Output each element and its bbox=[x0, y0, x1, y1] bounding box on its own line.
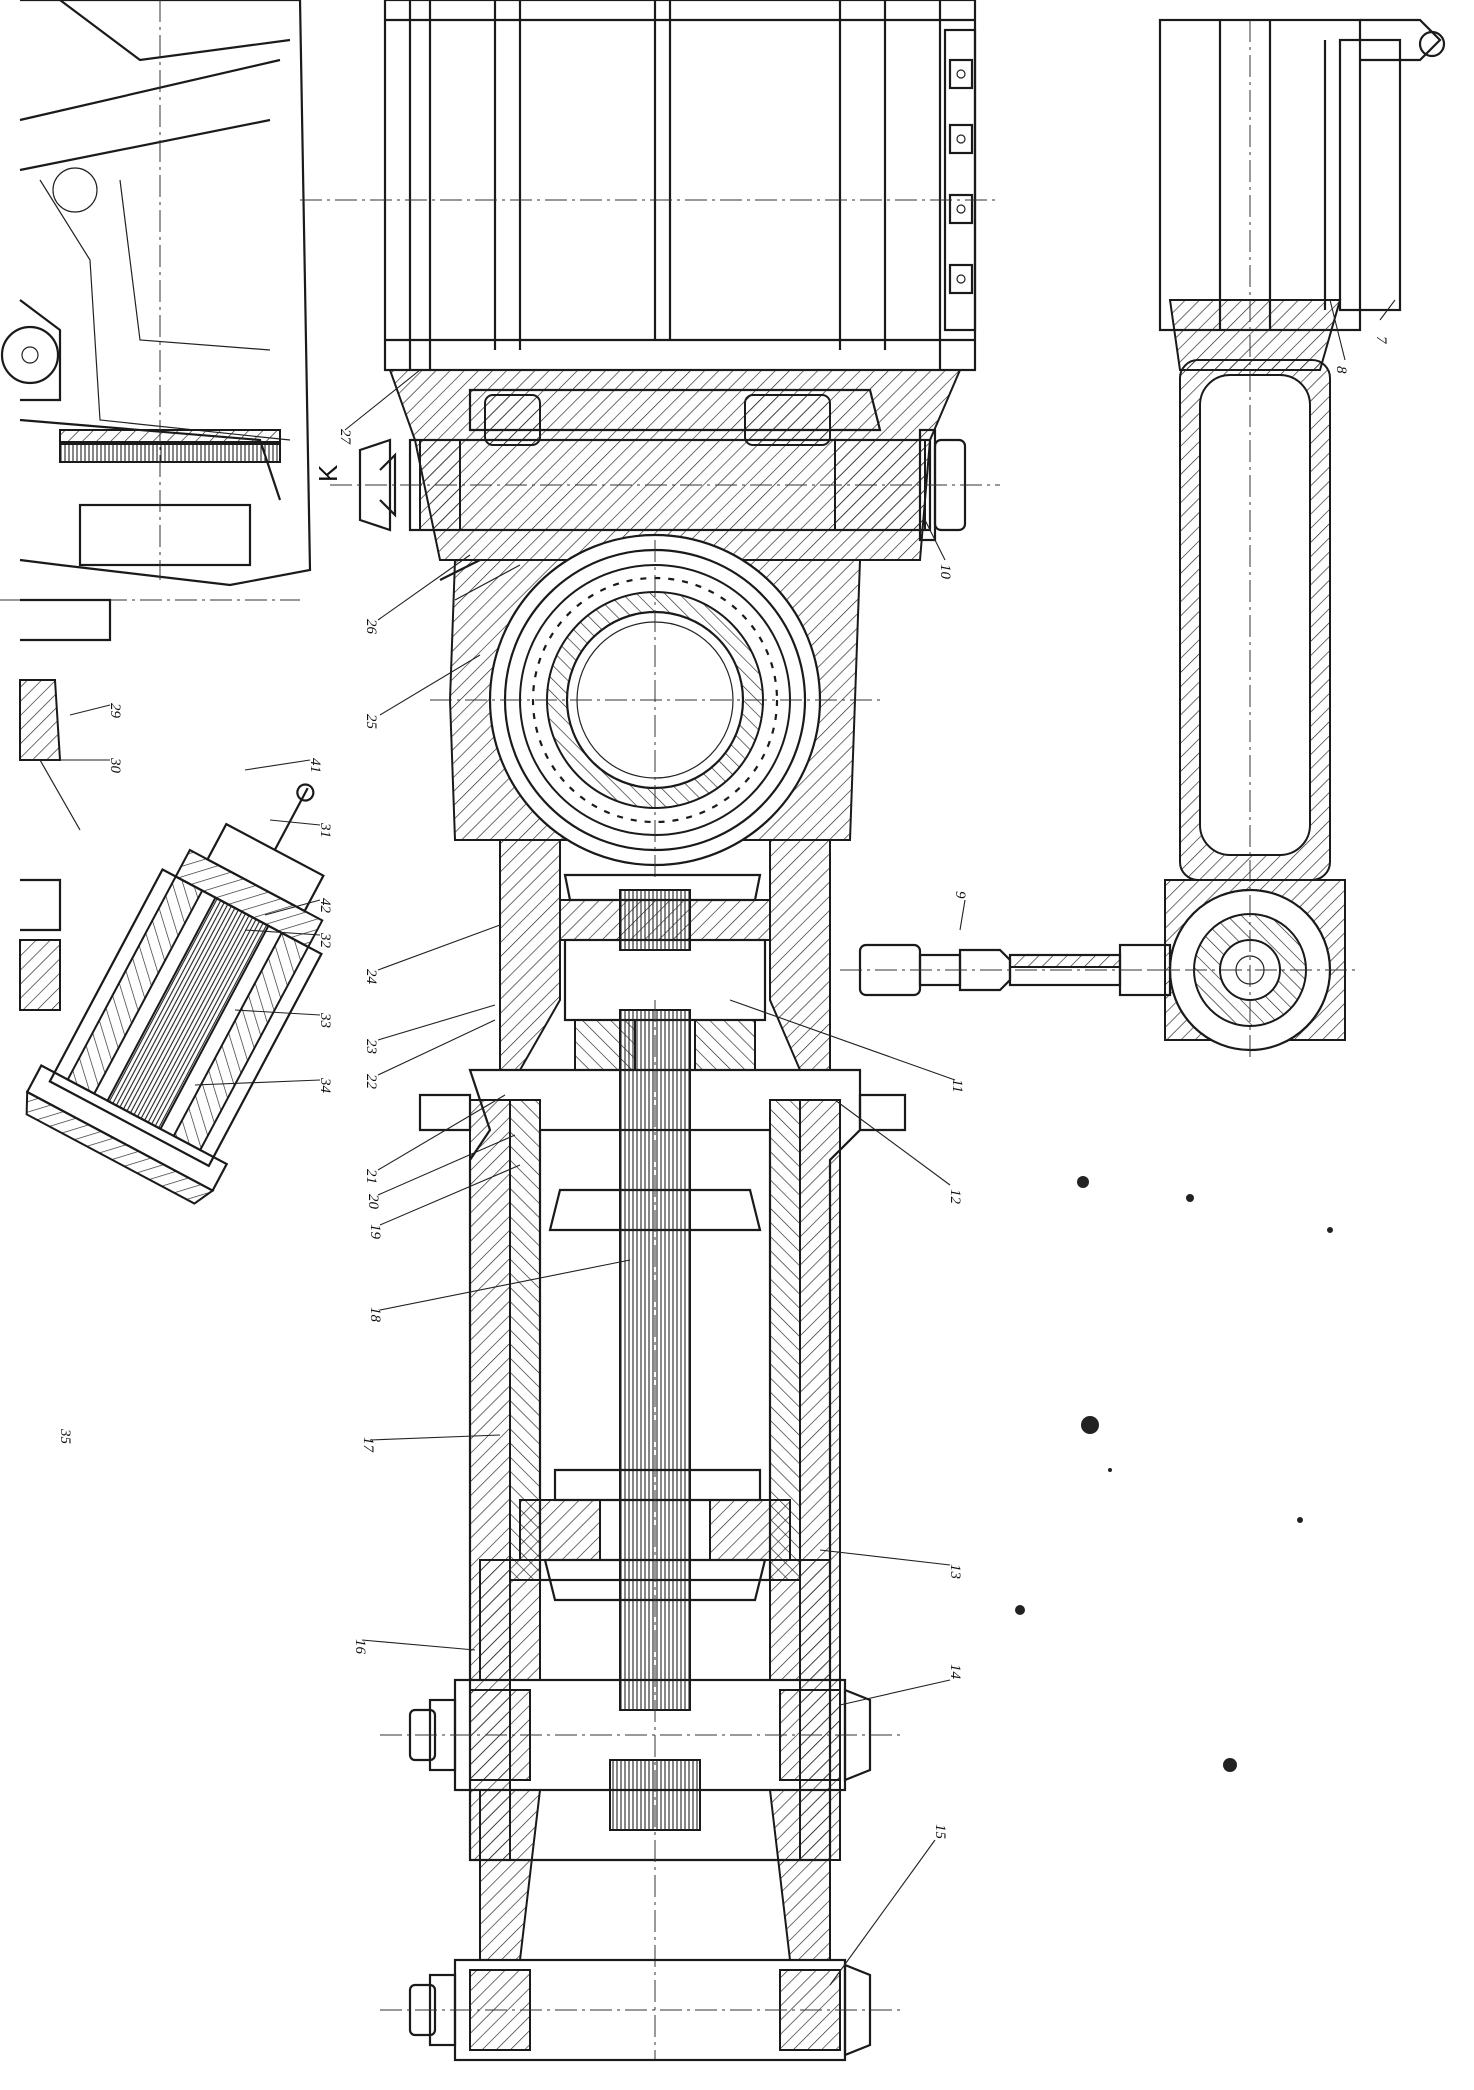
lower-fork bbox=[380, 1678, 900, 2062]
callout-33: 33 bbox=[317, 1012, 333, 1028]
callout-27: 27 bbox=[337, 429, 353, 446]
callout-11: 11 bbox=[949, 1079, 965, 1093]
tie-rod bbox=[840, 943, 1180, 997]
callout-31: 31 bbox=[317, 822, 333, 838]
scan-specks bbox=[1015, 1176, 1333, 1772]
steering-arm bbox=[1150, 18, 1446, 1060]
callout-15: 15 bbox=[932, 1824, 948, 1840]
callout-30: 30 bbox=[107, 757, 123, 774]
callout-29: 29 bbox=[107, 703, 123, 719]
view-mark-k: K bbox=[313, 464, 343, 482]
callout-20: 20 bbox=[365, 1194, 381, 1210]
callout-13: 13 bbox=[947, 1564, 963, 1579]
callout-10: 10 bbox=[937, 564, 953, 580]
detail-bracket-section bbox=[19, 939, 61, 1011]
drum-hub bbox=[300, 0, 1000, 372]
detail-assembly-view bbox=[25, 783, 325, 1205]
callout-12: 12 bbox=[947, 1189, 963, 1205]
callout-26: 26 bbox=[363, 619, 379, 635]
callout-23: 23 bbox=[363, 1039, 379, 1054]
callout-9: 9 bbox=[952, 891, 968, 899]
callout-8: 8 bbox=[1333, 366, 1349, 374]
callout-16: 16 bbox=[352, 1639, 368, 1655]
yoke-with-pin bbox=[330, 369, 1000, 561]
callout-25: 25 bbox=[363, 714, 379, 730]
upper-left-housing-view bbox=[0, 0, 312, 831]
callout-42: 42 bbox=[317, 898, 333, 914]
callout-14: 14 bbox=[947, 1664, 963, 1680]
callout-32: 32 bbox=[317, 932, 333, 949]
callout-7: 7 bbox=[1373, 336, 1389, 345]
callout-34: 34 bbox=[317, 1077, 333, 1094]
detail-bracket bbox=[20, 878, 62, 932]
bearing-housing bbox=[430, 533, 880, 880]
callout-24: 24 bbox=[363, 969, 379, 985]
callouts: 7 8 9 10 11 12 13 14 15 16 17 18 19 20 2… bbox=[30, 299, 1396, 1986]
sheet-mark: 35 bbox=[57, 1428, 73, 1445]
callout-19: 19 bbox=[367, 1224, 383, 1240]
callout-21: 21 bbox=[363, 1169, 379, 1184]
callout-18: 18 bbox=[367, 1307, 383, 1323]
callout-22: 22 bbox=[363, 1074, 379, 1090]
callout-17: 17 bbox=[360, 1437, 376, 1454]
hub-bolts bbox=[948, 58, 974, 295]
callout-41: 41 bbox=[307, 758, 323, 773]
